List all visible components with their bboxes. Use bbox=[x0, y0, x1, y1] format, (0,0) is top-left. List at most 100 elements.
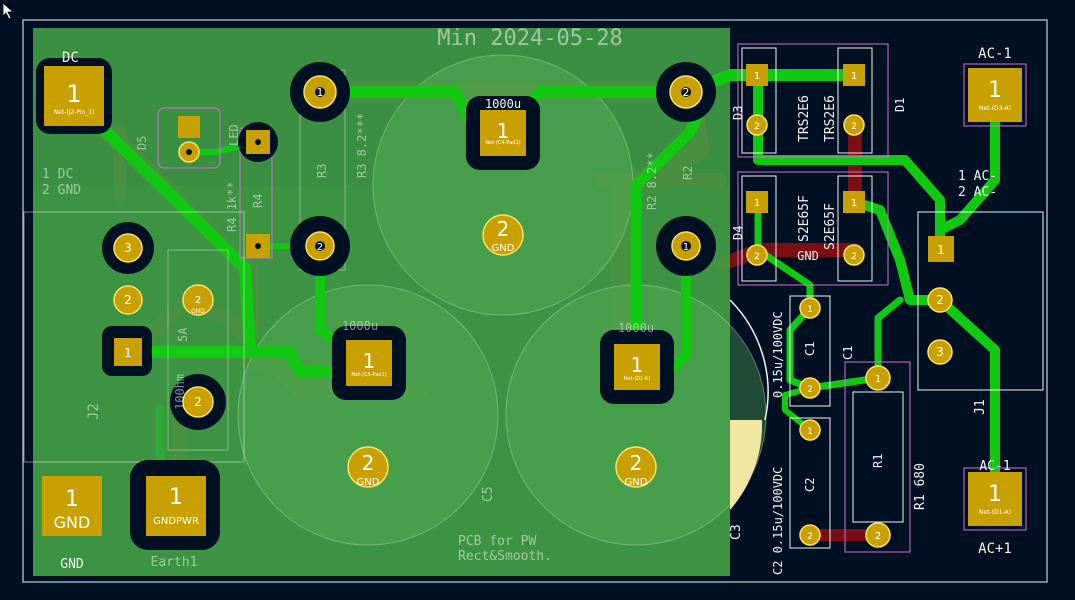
pad-c1-1-num: 1 bbox=[807, 305, 813, 315]
pad-gndsmall-net: GND bbox=[191, 308, 205, 315]
pad-d5-1 bbox=[178, 116, 200, 138]
pad-d4-1-num: 1 bbox=[754, 198, 760, 209]
silkscreen-text: Min 2024-05-28 PCB for PW Rect&Smooth. D… bbox=[42, 26, 1012, 575]
j2-outline bbox=[23, 211, 245, 463]
cap-c5-outline bbox=[237, 284, 499, 546]
pad-j1-2-num: 2 bbox=[936, 293, 944, 307]
pad-capgnd-num: 2 bbox=[497, 217, 510, 241]
label-c1-rating: 0.15u/100VDC bbox=[771, 311, 785, 398]
pad-cap-top bbox=[480, 110, 526, 156]
pad-fuse-num: 2 bbox=[194, 395, 202, 409]
pad-r1-1 bbox=[865, 365, 891, 391]
pad-j1-1 bbox=[928, 236, 954, 262]
pad-gndbig-num: 1 bbox=[65, 487, 79, 512]
label-c3: C3 bbox=[729, 524, 744, 540]
pad-d2-2-num: 2 bbox=[851, 252, 857, 262]
pad-c2-1 bbox=[799, 419, 821, 441]
pad-c5gnd-num: 2 bbox=[362, 451, 375, 475]
pad-d4-2 bbox=[746, 244, 768, 266]
pad-r3a-num: 1 bbox=[317, 86, 324, 99]
pad-fuse bbox=[182, 386, 214, 418]
label-c1: C1 bbox=[803, 342, 817, 356]
c2-outline bbox=[789, 417, 831, 549]
pad-j1-3 bbox=[927, 339, 953, 365]
label-j2: J2 bbox=[86, 403, 102, 420]
pad-r1-2 bbox=[865, 522, 891, 548]
pad-d1-1 bbox=[843, 64, 865, 86]
label-cap-a: 1000u bbox=[485, 97, 521, 111]
drill-holes bbox=[186, 87, 691, 251]
label-r1-val: R1 680 bbox=[913, 463, 928, 510]
label-s2e2: S2E65F bbox=[823, 203, 838, 250]
label-c2-val: C2 0.15u/100VDC bbox=[771, 467, 785, 575]
label-led: LED bbox=[227, 124, 241, 146]
pad-dc bbox=[44, 66, 104, 126]
pad-r1-1-num: 1 bbox=[875, 374, 881, 385]
c1-outline bbox=[789, 295, 831, 407]
pad-j2-2 bbox=[113, 285, 143, 315]
board-edge bbox=[22, 19, 1048, 583]
cap-c3-polarity bbox=[730, 420, 763, 510]
pad-c3-net: Net-(D1-K) bbox=[624, 376, 651, 382]
d1-outline bbox=[837, 47, 873, 154]
pad-c5-net: Net-(C5-Pad1) bbox=[351, 372, 386, 378]
label-d3: D3 bbox=[731, 106, 745, 120]
pad-acbot-num: 1 bbox=[988, 482, 1002, 507]
label-fuse: 5A bbox=[176, 327, 190, 342]
pad-j1-2 bbox=[927, 287, 953, 313]
pad-gndpwr bbox=[146, 476, 206, 536]
pad-d1-2 bbox=[843, 114, 865, 136]
label-dc-pin1: 1 DC bbox=[42, 167, 73, 182]
pad-j2-1-num: 1 bbox=[124, 346, 132, 360]
pad-d3-1 bbox=[746, 64, 768, 86]
label-ac-pins1: 1 AC- bbox=[958, 169, 997, 184]
d4-outline bbox=[741, 175, 777, 282]
pad-actop-net: Net-(D3-A) bbox=[979, 105, 1011, 112]
pad-d3-2-num: 2 bbox=[754, 122, 760, 132]
label-c5: C5 bbox=[481, 486, 496, 502]
pad-ac-top bbox=[968, 68, 1022, 122]
label-c2: C2 bbox=[803, 478, 817, 492]
pad-d4-2-num: 2 bbox=[754, 252, 760, 262]
label-c1-val: C1 bbox=[841, 346, 855, 360]
cap-c3-edge bbox=[729, 299, 769, 421]
d3-outline bbox=[741, 47, 777, 154]
pad-c1-1 bbox=[799, 297, 821, 319]
label-s2e1: S2E65F bbox=[797, 195, 812, 242]
pad-d1-2-num: 2 bbox=[851, 122, 857, 132]
pad-acbot-net: Net-(D1-A) bbox=[979, 509, 1011, 516]
board-note-2: Rect&Smooth. bbox=[458, 549, 552, 564]
pad-dc-num: 1 bbox=[66, 80, 81, 108]
label-trs2: TRS2E6 bbox=[823, 95, 838, 142]
label-r1: R1 bbox=[871, 454, 885, 468]
label-res100: 100hm bbox=[173, 374, 187, 410]
pad-j1-1-num: 1 bbox=[937, 243, 945, 257]
label-r2: R2 bbox=[681, 166, 695, 180]
pad-c5-1 bbox=[346, 340, 392, 386]
pad-d3-1-num: 1 bbox=[754, 71, 760, 82]
pad-gnd-small bbox=[182, 284, 214, 316]
pad-j2-1 bbox=[114, 338, 142, 366]
pad-c2-2 bbox=[799, 524, 821, 546]
board-title: Min 2024-05-28 bbox=[437, 26, 622, 51]
ground-zone-fill bbox=[33, 28, 730, 576]
label-r2-val: R2 8.2** bbox=[645, 152, 659, 210]
j1-outline bbox=[917, 211, 1044, 391]
label-r4-val: R4 1k** bbox=[225, 181, 239, 232]
pad-c3gnd-net: GND bbox=[625, 477, 648, 488]
ac-top-outline bbox=[963, 63, 1027, 127]
label-ac1-top: AC-1 bbox=[978, 46, 1012, 62]
label-gnd-bottom: GND bbox=[60, 557, 84, 572]
pad-j2-3 bbox=[113, 233, 143, 263]
pad-gndsmall-num: 2 bbox=[195, 295, 201, 306]
capacitor-outlines bbox=[237, 54, 767, 546]
label-ac1-bot: AC-1 bbox=[979, 459, 1010, 474]
label-r3-val: R3 8.2*** bbox=[355, 113, 369, 178]
pad-c2-2-num: 2 bbox=[807, 532, 813, 542]
d3-courtyard bbox=[737, 43, 889, 158]
pad-gndbig-net: GND bbox=[54, 513, 91, 532]
pad-c1-2-num: 2 bbox=[807, 385, 813, 395]
pad-cap-gnd bbox=[482, 214, 524, 256]
pad-j2-3-num: 3 bbox=[124, 241, 132, 255]
